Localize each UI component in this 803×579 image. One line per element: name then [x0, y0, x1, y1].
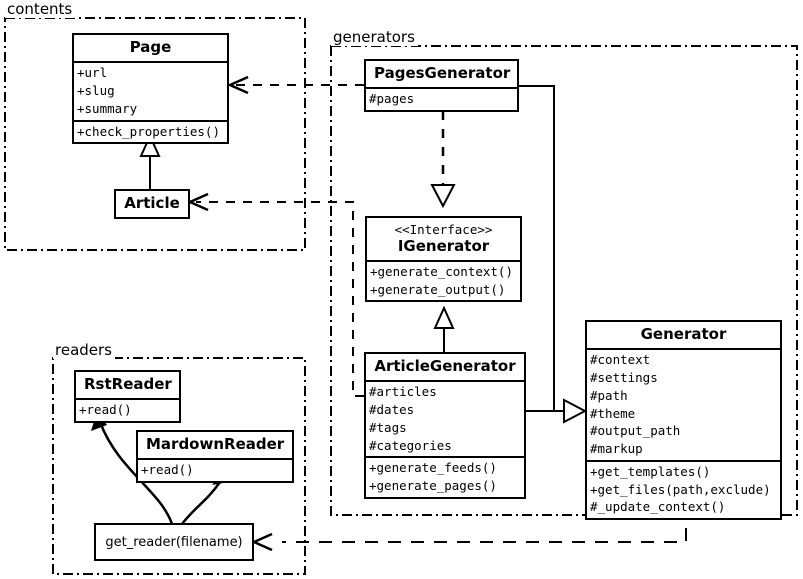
- class-box-mardownreader[interactable]: MardownReader +read(): [136, 430, 294, 483]
- class-stereotype-igenerator: <<Interface>>: [394, 222, 493, 237]
- attribute-row: #dates: [369, 402, 415, 417]
- package-label-generators: generators: [331, 28, 418, 46]
- method-row: +generate_feeds(): [369, 460, 497, 476]
- class-name-article: Article: [124, 194, 180, 212]
- class-attributes-page: +url +slug +summary: [74, 61, 227, 119]
- function-box-get-reader[interactable]: get_reader(filename): [94, 523, 254, 561]
- package-label-readers: readers: [53, 341, 115, 359]
- attribute-row: +slug: [77, 83, 115, 98]
- method-row: +get_files(path,exclude): [590, 481, 771, 497]
- attribute-row: +url: [77, 65, 108, 81]
- class-box-page[interactable]: Page +url +slug +summary +check_properti…: [72, 33, 229, 145]
- attribute-row: #markup: [590, 441, 643, 456]
- class-methods-rstreader: +read(): [76, 398, 179, 421]
- class-methods-mardownreader: +read(): [138, 458, 292, 481]
- class-box-pagesgenerator[interactable]: PagesGenerator #pages: [364, 59, 519, 112]
- method-row: +read(): [79, 402, 132, 418]
- class-name-mardownreader: MardownReader: [146, 435, 285, 453]
- class-box-generator[interactable]: Generator #context #settings #path #them…: [585, 320, 782, 520]
- attribute-row: +summary: [77, 100, 138, 116]
- connector-pagesgenerator-to-page: [226, 75, 364, 95]
- class-name-page: Page: [129, 38, 172, 56]
- class-name-generator: Generator: [640, 325, 727, 343]
- attribute-row: #path: [590, 387, 628, 403]
- class-box-article[interactable]: Article: [114, 189, 190, 220]
- method-row: +check_properties(): [77, 123, 220, 139]
- class-name-pagesgenerator: PagesGenerator: [374, 64, 511, 82]
- attribute-row: #output_path: [590, 423, 681, 439]
- class-box-rstreader[interactable]: RstReader +read(): [74, 370, 181, 423]
- connector-articlegenerator-to-igenerator: [433, 305, 455, 352]
- attribute-row: #theme: [590, 405, 636, 421]
- function-label-get-reader: get_reader(filename): [105, 534, 243, 550]
- method-row: +generate_context(): [370, 263, 513, 279]
- class-name-igenerator: <<Interface>> IGenerator: [367, 218, 520, 260]
- class-methods-articlegenerator: +generate_feeds() +generate_pages(): [366, 456, 524, 497]
- method-row: +read(): [141, 462, 194, 478]
- method-row: +generate_output(): [370, 281, 506, 297]
- connector-articlegenerator-to-generator: [526, 398, 588, 424]
- class-attributes-pagesgenerator: #pages: [366, 87, 517, 110]
- class-name-articlegenerator: ArticleGenerator: [374, 357, 516, 375]
- package-label-contents: contents: [5, 0, 76, 18]
- attribute-row: #pages: [369, 91, 415, 107]
- class-methods-generator: +get_templates() +get_files(path,exclude…: [587, 459, 780, 518]
- attribute-row: #categories: [369, 437, 452, 453]
- class-box-articlegenerator[interactable]: ArticleGenerator #articles #dates #tags …: [364, 352, 526, 499]
- connector-pagesgenerator-to-igenerator: [430, 111, 456, 209]
- attribute-row: #context: [590, 352, 651, 368]
- connector-articlegenerator-to-article: [186, 192, 364, 397]
- method-row: +get_templates(): [590, 463, 711, 479]
- class-attributes-articlegenerator: #articles #dates #tags #categories: [366, 380, 524, 456]
- class-methods-page: +check_properties(): [74, 119, 227, 143]
- attribute-row: #settings: [590, 370, 658, 385]
- class-name-text-igenerator: IGenerator: [397, 236, 490, 255]
- class-methods-igenerator: +generate_context() +generate_output(): [367, 259, 520, 301]
- attribute-row: #tags: [369, 419, 407, 435]
- class-attributes-generator: #context #settings #path #theme #output_…: [587, 348, 780, 460]
- method-row: #_update_context(): [590, 499, 726, 515]
- attribute-row: #articles: [369, 384, 437, 400]
- class-box-igenerator[interactable]: <<Interface>> IGenerator +generate_conte…: [365, 216, 522, 303]
- class-name-rstreader: RstReader: [84, 375, 172, 393]
- method-row: +generate_pages(): [369, 478, 497, 493]
